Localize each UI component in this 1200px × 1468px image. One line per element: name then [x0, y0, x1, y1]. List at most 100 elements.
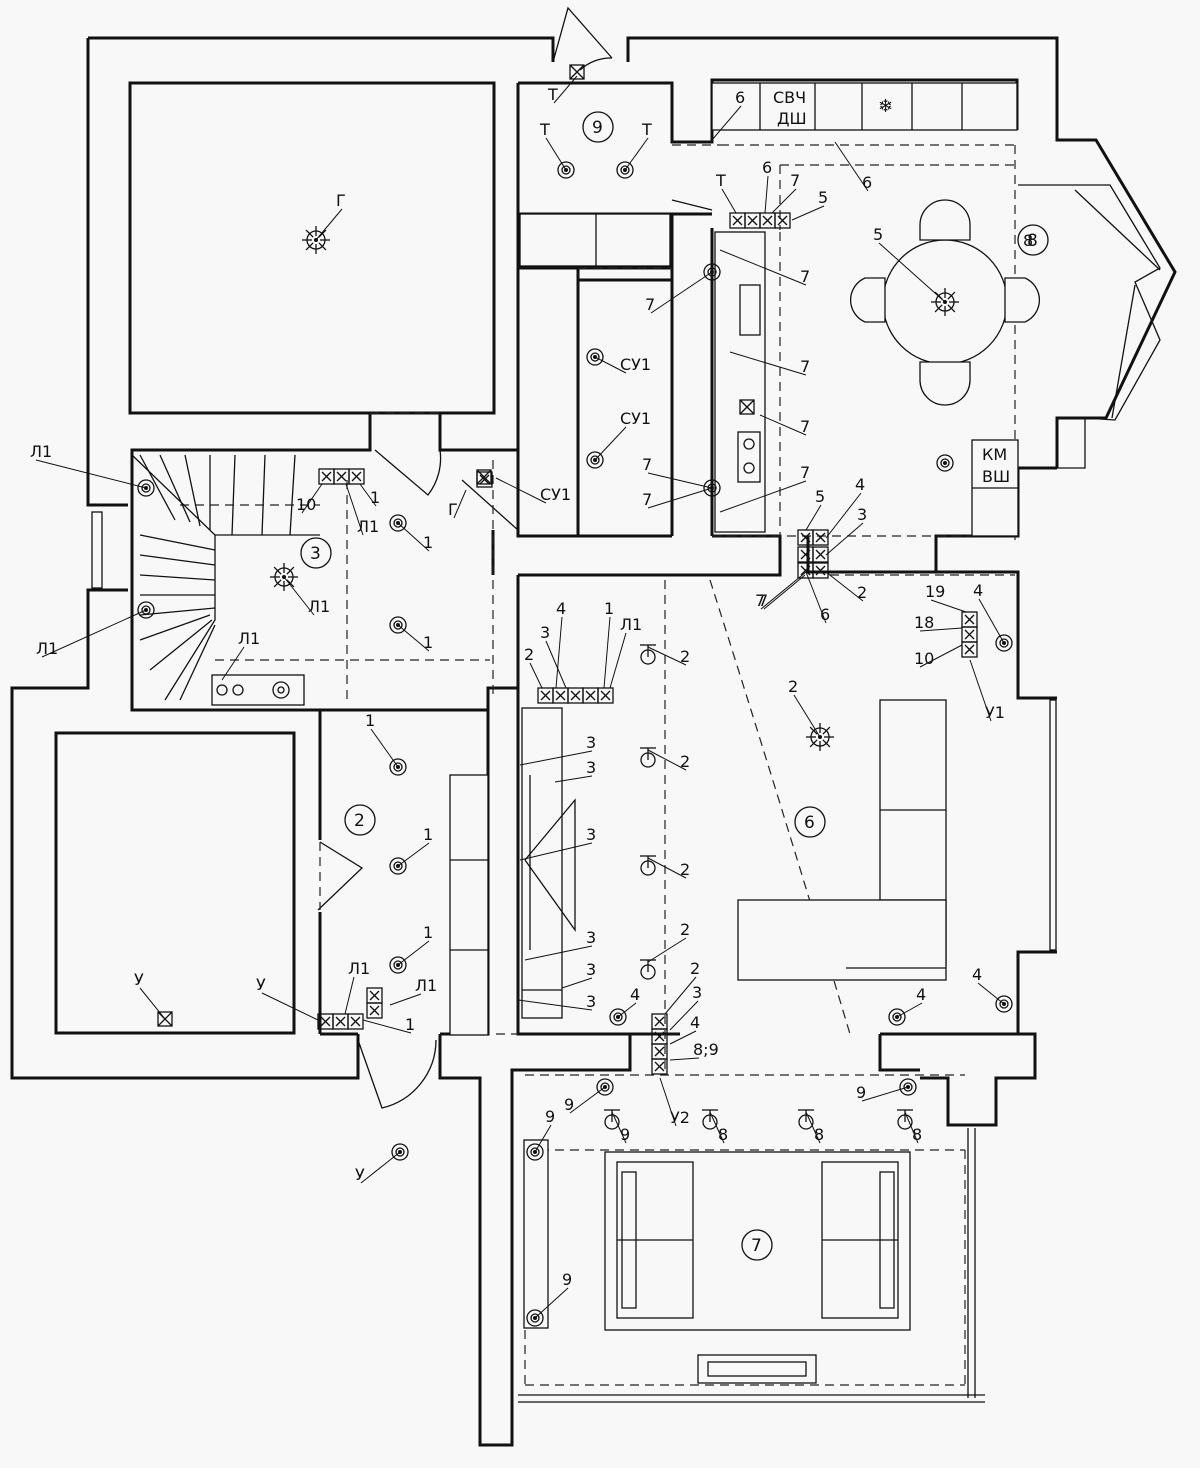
fixture-label: 3 — [519, 733, 596, 766]
room-number: 8 — [1027, 231, 1038, 251]
fixture-label-text: 18 — [914, 613, 934, 632]
room-number: 7 — [751, 1236, 762, 1256]
fixture-label-text: 7 — [645, 295, 655, 314]
fixture-label: 3 — [519, 825, 596, 861]
windows — [91, 189, 1161, 1403]
fixture-label: 3 — [669, 983, 702, 1031]
fixture-label-text: Л1 — [30, 442, 52, 461]
fixture-label: 3 — [554, 758, 596, 783]
fixture-label: У — [355, 1151, 401, 1184]
fixture-label: 7 — [719, 463, 810, 513]
washer-label-bottom: ВШ — [982, 467, 1010, 486]
switch-block — [476, 471, 493, 488]
dishwasher-label: ДШ — [777, 109, 807, 128]
fixture-label-text: 4 — [690, 1013, 700, 1032]
fixture-label: 2 — [647, 749, 690, 771]
fixture-label: 3 — [517, 992, 596, 1011]
fixture-label: 7 — [719, 249, 810, 286]
fixture-label-text: 3 — [586, 960, 596, 979]
fixture-label-text: 9 — [620, 1125, 630, 1144]
fixture-label-text: 4 — [855, 475, 865, 494]
fixture-label: Т — [624, 120, 652, 171]
room-number: 6 — [804, 813, 815, 833]
fixture-label: 1 — [397, 923, 433, 966]
fixture-label: СУ1 — [594, 409, 651, 461]
chandelier-icon — [806, 723, 834, 751]
fixture-label: 4 — [972, 965, 1005, 1005]
fixture-label: 9 — [534, 1270, 572, 1319]
fixture-label: 7 — [771, 171, 800, 214]
fixture-label: 3 — [524, 928, 596, 961]
fixture-label: 2 — [524, 645, 543, 689]
fixture-label: 9 — [564, 1086, 606, 1114]
fixture-label: 3 — [540, 623, 567, 689]
switch-block — [651, 1013, 668, 1075]
fixture-label: 8 — [709, 1111, 728, 1144]
fixture-label: 8 — [904, 1111, 922, 1144]
fixture-label-text: СУ1 — [620, 409, 651, 428]
fixture-label: 10 — [914, 644, 963, 668]
fixture-label: Л1 — [344, 959, 370, 1015]
fixture-label-text: 7 — [642, 455, 652, 474]
fixture-label: 2 — [825, 571, 867, 602]
fixture-label-text: Г — [448, 500, 458, 519]
fixture-label: СУ1 — [594, 355, 651, 374]
fixture-label: Г — [448, 489, 467, 519]
fixture-label-text: 5 — [815, 487, 825, 506]
fixture-label-text: 2 — [680, 920, 690, 939]
fixture-label-text: У — [355, 1165, 365, 1184]
fixture-label-text: 4 — [916, 985, 926, 1004]
fixture-label-text: 6 — [735, 88, 745, 107]
fixture-label: 2 — [647, 646, 690, 666]
fixture-label-text: 7 — [755, 591, 765, 610]
fixture-label-text: 2 — [680, 860, 690, 879]
fixture-label: 10 — [296, 483, 323, 514]
fixture-label-text: 19 — [925, 582, 945, 601]
fixture-label: Г — [315, 191, 346, 241]
fixture-label: Л1 — [283, 576, 330, 616]
switch-block — [537, 687, 614, 704]
fixture-label: У2 — [659, 1077, 690, 1127]
fixture-label-text: 3 — [692, 983, 702, 1002]
fixture-label-text: СУ1 — [540, 485, 571, 504]
fixture-label-text: 7 — [790, 171, 800, 190]
fixture-label: Л1 — [609, 615, 642, 689]
fixture-label-text: 2 — [680, 752, 690, 771]
fixture-label: 3 — [825, 505, 867, 556]
fixture-label-text: 8 — [718, 1125, 728, 1144]
fixture-label-text: 8 — [912, 1125, 922, 1144]
fixture-label: У1 — [969, 659, 1005, 722]
room-numbers: 9 8 3 2 6 7 — [300, 111, 1049, 1261]
fixture-label: 4 — [669, 1013, 700, 1045]
fixture-label-text: Т — [715, 171, 726, 190]
fixture-label-text: 10 — [296, 495, 316, 514]
fixture-label-text: 7 — [800, 417, 810, 436]
fixture-label: 6 — [762, 158, 772, 214]
fixture-label-text: 3 — [586, 733, 596, 752]
junction-box-icon — [569, 64, 585, 80]
fixture-label-text: 4 — [630, 985, 640, 1004]
fixture-label-text: 3 — [857, 505, 867, 524]
fixture-label: 7 — [758, 574, 806, 610]
fixture-label-text: 8 — [814, 1125, 824, 1144]
fixture-label: Л1 — [30, 442, 147, 489]
junction-box-icon — [739, 399, 755, 415]
fixture-label: 1 — [359, 483, 380, 507]
fixture-label-text: 1 — [370, 488, 380, 507]
fixture-label-text: 3 — [540, 623, 550, 642]
fixture-label-text: 1 — [365, 711, 375, 730]
fixture-label-text: Л1 — [357, 517, 379, 536]
fixture-label: 5 — [791, 188, 828, 221]
fixture-label: 7 — [755, 571, 807, 610]
switch-blocks — [317, 212, 978, 1075]
microwave-label: СВЧ — [773, 88, 806, 107]
fixture-label: 4 — [617, 985, 640, 1018]
fixture-label-text: 3 — [586, 992, 596, 1011]
ceiling-light-icon — [557, 161, 575, 179]
fixture-label-text: У1 — [985, 703, 1005, 722]
fixture-label: 19 — [925, 582, 967, 613]
wall-light-icon — [640, 644, 656, 665]
wall-light-icon — [640, 855, 656, 876]
fixture-label-text: 7 — [800, 357, 810, 376]
